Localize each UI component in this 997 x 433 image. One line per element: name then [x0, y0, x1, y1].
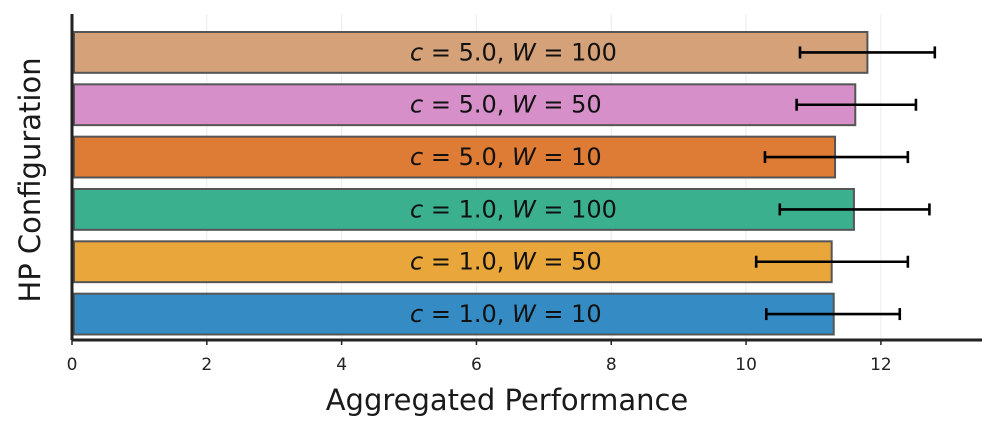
bar-label: c = 1.0, W = 100	[410, 195, 617, 223]
bar-labels-group: c = 5.0, W = 100 c = 5.0, W = 50 c = 5.0, …	[410, 38, 617, 328]
bar	[73, 240, 833, 284]
y-axis-title: HP Configuration	[13, 57, 47, 302]
bar	[73, 83, 857, 127]
x-tick-label: 8	[606, 355, 617, 375]
x-tick-label: 10	[735, 355, 757, 375]
bar-label: c = 5.0, W = 100	[410, 38, 617, 66]
x-tick-label: 6	[471, 355, 482, 375]
x-tick-label: 2	[201, 355, 212, 375]
bar	[73, 292, 835, 336]
error-bars-group	[754, 46, 937, 321]
x-axis-title: Aggregated Performance	[326, 383, 689, 417]
bar-label: c = 1.0, W = 10	[410, 300, 602, 328]
x-tick-label: 4	[336, 355, 347, 375]
bar	[73, 135, 837, 179]
x-tick-label: 12	[870, 355, 892, 375]
bar	[73, 31, 869, 74]
x-ticks-group: 0 2 4 6 8 10 12	[67, 340, 892, 375]
bar	[73, 188, 855, 231]
bar-label: c = 1.0, W = 50	[410, 248, 602, 276]
bar-label: c = 5.0, W = 10	[410, 143, 602, 171]
bars-group	[73, 31, 869, 336]
bar-label: c = 5.0, W = 50	[410, 91, 602, 119]
x-tick-label: 0	[67, 355, 78, 375]
